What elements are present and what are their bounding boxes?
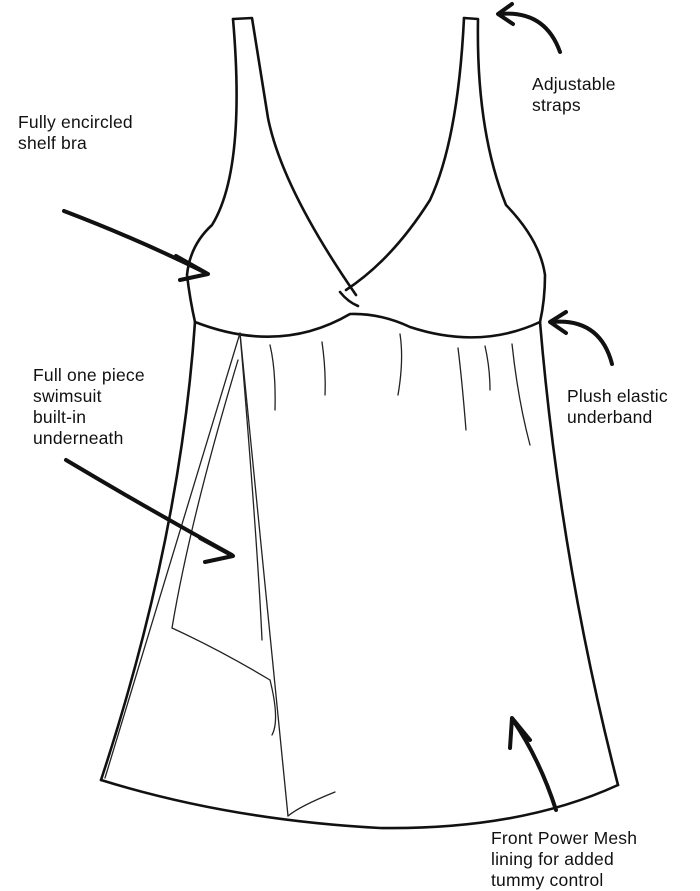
label-power-mesh: Front Power Mesh lining for added tummy … (491, 828, 638, 890)
garment-outline (99, 16, 620, 830)
label-shelf-bra: Fully encircled shelf bra (18, 112, 133, 153)
inner-swimsuit-panel (104, 332, 336, 817)
arrow-one-piece (64, 458, 235, 564)
label-one-piece-swimsuit: Full one piece swimsuit built-in underne… (33, 365, 145, 448)
arrow-straps (496, 2, 562, 54)
arrow-underband (548, 310, 614, 366)
arrow-power-mesh (508, 716, 558, 812)
arrow-shelf-bra (62, 209, 210, 282)
label-adjustable-straps: Adjustable straps (532, 74, 616, 115)
gather-lines (269, 333, 531, 446)
label-elastic-underband: Plush elastic underband (567, 386, 668, 427)
